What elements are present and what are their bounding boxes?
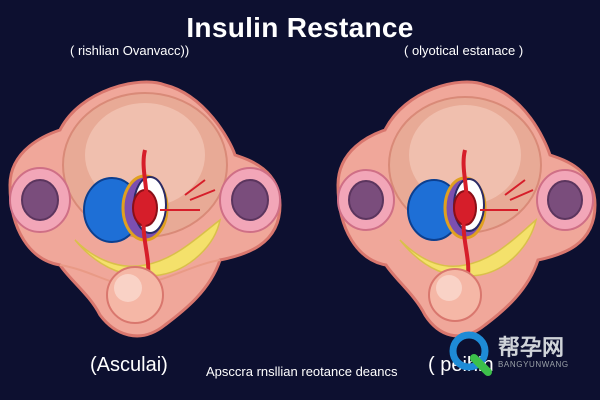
- ovary-right: [219, 167, 281, 233]
- watermark-subtext: BANGYUNWANG: [498, 360, 569, 369]
- watermark: 帮孕网 BANGYUNWANG: [446, 328, 586, 378]
- uterus-diagram-right: [336, 80, 597, 338]
- ovary-left: [9, 167, 71, 233]
- page-title: Insulin Restance: [186, 12, 414, 43]
- subtitle-right: ( olyotical estanace ): [404, 43, 524, 58]
- central-vessel: [141, 149, 151, 276]
- ovary-left: [337, 169, 395, 231]
- ovary-right: [536, 169, 594, 231]
- watermark-logo-icon: [449, 331, 492, 376]
- uterus-diagram-left: [8, 80, 282, 338]
- watermark-text: 帮孕网: [498, 336, 565, 361]
- central-vessel: [461, 149, 471, 276]
- label-left: (Asculai): [90, 354, 168, 376]
- subtitle-left: ( rishlian Ovanvacc)): [70, 43, 190, 58]
- label-center: Apsccra rnsllian reotance deancs: [206, 364, 398, 379]
